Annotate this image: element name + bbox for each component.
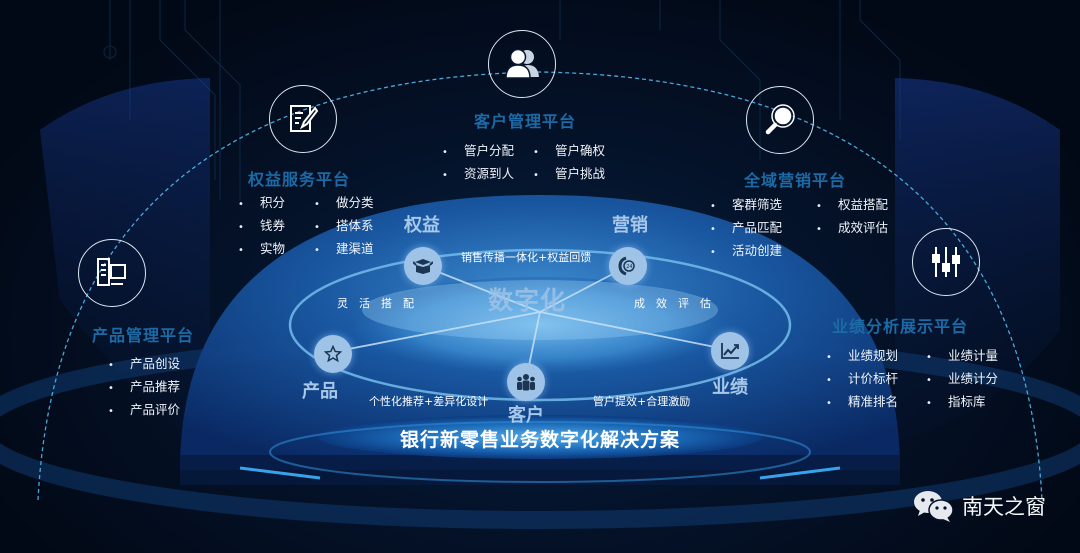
list-item: 计价标杆 (826, 368, 922, 391)
list-item: 权益搭配 (816, 194, 888, 217)
svg-text:24: 24 (626, 264, 632, 270)
document-edit-icon (290, 105, 319, 132)
node-rights (404, 247, 442, 285)
list-item: 建渠道 (314, 238, 374, 261)
list-item: 实物 (238, 238, 310, 261)
edge-label-rights-marketing: 销售传播一体化+权益回馈 (461, 251, 592, 264)
list-item: 业绩计量 (926, 345, 998, 368)
node-performance (711, 332, 749, 370)
marketing-platform-icon-circle (746, 86, 814, 154)
node-product (314, 335, 352, 373)
wechat-icon (914, 491, 954, 522)
list-item: 管户分配 (442, 140, 529, 163)
node-label-performance: 业绩 (712, 377, 748, 398)
node-label-marketing: 营销 (612, 215, 648, 236)
phone-24h-icon: 24 (618, 256, 635, 276)
marketing-platform-title: 全域营销平台 (744, 171, 847, 190)
list-item: 活动创建 (710, 240, 812, 263)
list-item: 产品评价 (108, 399, 180, 422)
list-item: 产品推荐 (108, 376, 180, 399)
center-title: 数字化 (488, 286, 567, 315)
node-label-product: 产品 (302, 381, 338, 402)
performance-platform-items: 业绩规划 计价标杆 精准排名 业绩计量 业绩计分 指标库 (826, 345, 998, 414)
list-item: 产品匹配 (710, 217, 812, 240)
node-label-rights: 权益 (404, 215, 440, 236)
list-item: 业绩计分 (926, 368, 998, 391)
list-item: 业绩规划 (826, 345, 922, 368)
performance-platform-title: 业绩分析展示平台 (832, 317, 969, 336)
group-icon (517, 374, 535, 391)
search-icon (765, 104, 795, 135)
list-item: 精准排名 (826, 391, 922, 414)
list-item: 客群筛选 (710, 194, 812, 217)
list-item: 管户挑战 (533, 163, 605, 186)
edge-label-marketing-performance: 成效评估 (634, 297, 722, 310)
node-marketing: 24 (609, 247, 647, 285)
customer-platform-icon-circle (488, 30, 556, 98)
line-chart-icon (721, 343, 739, 359)
node-customer (507, 363, 545, 401)
sliders-icon (932, 247, 960, 277)
list-item: 产品创设 (108, 353, 180, 376)
list-item: 成效评估 (816, 217, 888, 240)
solution-title: 银行新零售业务数字化解决方案 (399, 429, 680, 451)
performance-platform-icon-circle (912, 228, 980, 296)
list-item: 指标库 (926, 391, 998, 414)
product-platform-icon-circle (78, 239, 146, 307)
watermark: 南天之窗 (912, 489, 1046, 523)
list-item: 管户确权 (533, 140, 605, 163)
rights-platform-icon-circle (269, 85, 337, 153)
list-item: 积分 (238, 192, 310, 215)
rights-platform-title: 权益服务平台 (248, 170, 351, 189)
list-item: 钱券 (238, 215, 310, 238)
list-item: 做分类 (314, 192, 374, 215)
list-item: 搭体系 (314, 215, 374, 238)
gift-box-icon (413, 259, 433, 274)
edge-label-rights-product: 灵活搭配 (337, 297, 425, 310)
node-label-customer: 客户 (508, 405, 544, 426)
edge-label-customer-performance: 管户提效+合理激励 (593, 395, 691, 408)
marketing-platform-items: 客群筛选 产品匹配 活动创建 权益搭配 成效评估 (710, 194, 888, 263)
users-icon (505, 48, 539, 79)
edge-label-product-customer: 个性化推荐+差异化设计 (369, 395, 489, 408)
customer-platform-items: 管户分配 资源到人 管户确权 管户挑战 (442, 140, 605, 186)
list-item: 资源到人 (442, 163, 529, 186)
monitor-server-icon (97, 258, 126, 286)
customer-platform-title: 客户管理平台 (474, 112, 577, 131)
watermark-text: 南天之窗 (962, 495, 1046, 519)
product-platform-title: 产品管理平台 (92, 326, 195, 345)
star-icon (324, 345, 342, 363)
rights-platform-items: 积分 钱券 实物 做分类 搭体系 建渠道 (238, 192, 374, 261)
product-platform-items: 产品创设 产品推荐 产品评价 (108, 353, 180, 422)
